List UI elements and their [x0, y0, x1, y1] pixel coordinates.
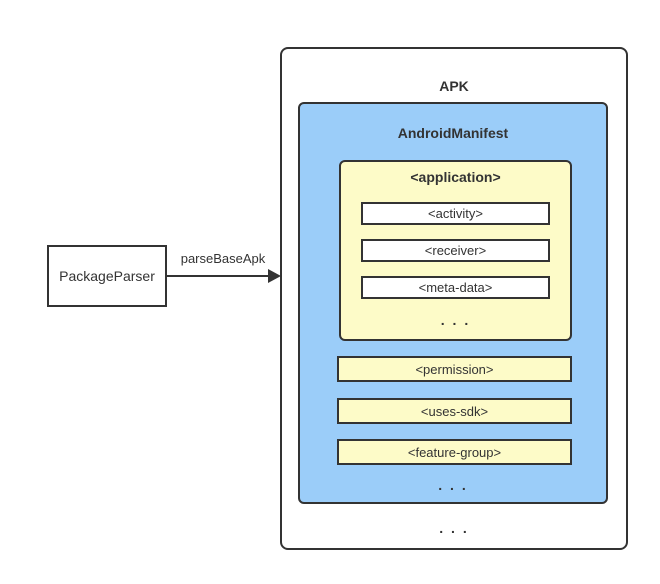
arrow-line — [167, 275, 270, 277]
ellipsis-manifest: . . . — [438, 477, 468, 493]
arrow-label: parseBaseApk — [180, 251, 266, 266]
receiver-box: <receiver> — [361, 239, 550, 262]
uses-sdk-label: <uses-sdk> — [420, 403, 489, 419]
meta-data-label: <meta-data> — [418, 280, 493, 295]
meta-data-box: <meta-data> — [361, 276, 550, 299]
application-title: <application> — [410, 169, 501, 185]
activity-label: <activity> — [428, 206, 483, 221]
activity-box: <activity> — [361, 202, 550, 225]
android-manifest-container: AndroidManifest <application> <activity>… — [298, 102, 608, 504]
receiver-label: <receiver> — [424, 243, 487, 258]
application-container: <application> <activity> <receiver> <met… — [339, 160, 572, 341]
permission-label: <permission> — [415, 361, 494, 377]
ellipsis-application: . . . — [440, 312, 471, 328]
feature-group-label: <feature-group> — [407, 444, 502, 460]
package-parser-label: PackageParser — [59, 268, 155, 284]
package-parser-box: PackageParser — [47, 245, 167, 307]
apk-container: APK AndroidManifest <application> <activ… — [280, 47, 628, 550]
permission-box: <permission> — [337, 356, 572, 382]
arrow-head — [268, 269, 281, 283]
feature-group-box: <feature-group> — [337, 439, 572, 465]
uses-sdk-box: <uses-sdk> — [337, 398, 572, 424]
apk-title: APK — [439, 78, 469, 94]
ellipsis-apk: . . . — [439, 520, 469, 536]
android-manifest-title: AndroidManifest — [397, 125, 509, 141]
